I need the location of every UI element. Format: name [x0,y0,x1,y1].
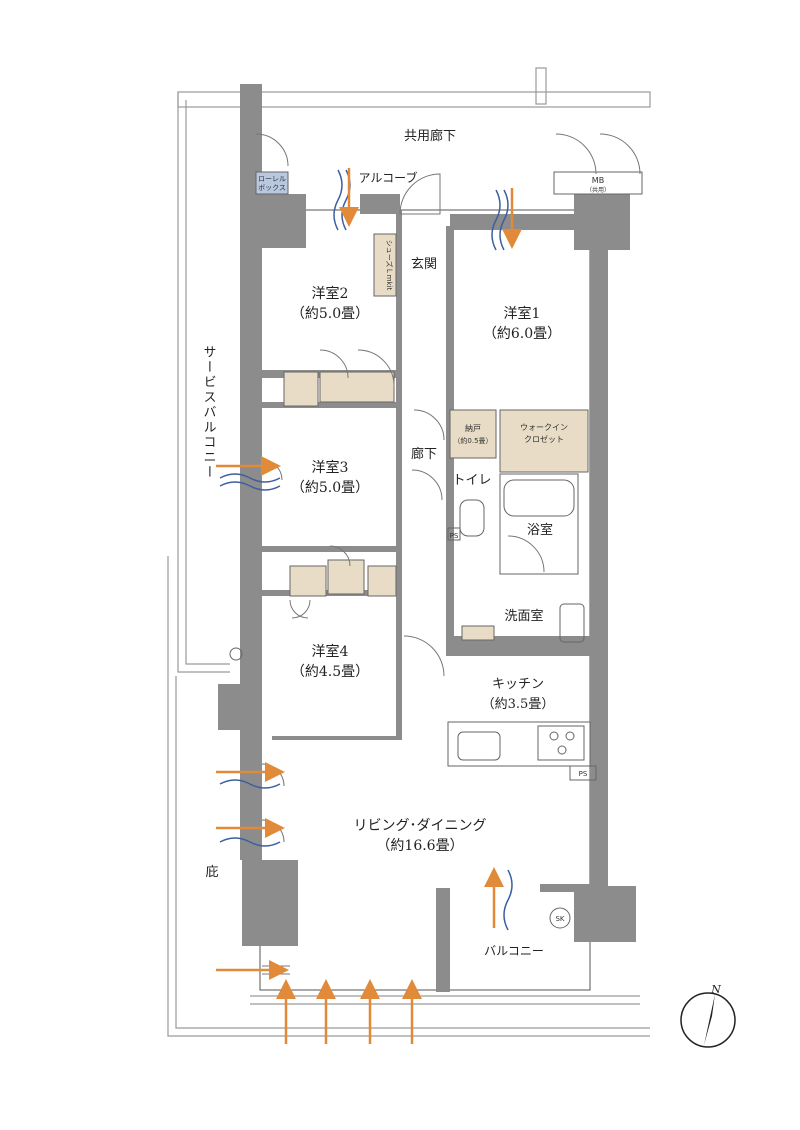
alcove-label: アルコーブ [359,170,418,185]
north-label: N [710,983,721,996]
service-balcony-label: サービスバルコニー [201,345,217,480]
roll-box [255,171,289,195]
roll-box-label-1: ローレル [258,175,286,183]
shoes-closet-label: シューズＬｍkit [385,240,394,291]
storeroom-size: （約0.5畳） [453,436,492,445]
bedroom4-label: 洋室4 [312,643,349,660]
bedroom3-label: 洋室3 [312,459,349,476]
mb-box [553,171,643,195]
room-labels: 共用廊下 アルコーブ ローレル ボックス MB （共用） シューズＬｍkit 玄… [201,128,611,958]
stove-icon [537,725,585,761]
bedroom1-label: 洋室1 [504,305,541,322]
common-corridor-label: 共用廊下 [404,128,456,144]
roll-box-label-2: ボックス [258,184,286,192]
kitchen-label: キッチン [492,677,544,692]
sk-label: SK [555,915,564,923]
ps-kitchen-label: PS [579,770,588,778]
living-label: リビング･ダイニング [354,818,487,834]
storage-blocks [283,233,589,641]
sink-icon [457,731,501,761]
living-size: （約16.6畳） [376,838,463,854]
mb-sub-label: （共用） [586,186,610,194]
air-flow-arrows [216,168,522,1044]
mb-label: MB [592,176,604,185]
floor-area [259,209,591,991]
outdoor-outline [167,67,651,1037]
walk-in-label-1: ウォークイン [520,423,568,432]
entrance-label: 玄関 [411,257,437,272]
wind-marks [219,169,513,931]
walk-in-label-2: クロゼット [524,434,564,444]
bedroom4-size: （約4.5畳） [291,664,369,680]
balcony-label: バルコニー [484,944,544,958]
bedroom1-size: （約6.0畳） [483,326,561,342]
bathtub-icon [503,479,575,517]
storeroom-label: 納戸 [465,423,481,433]
north-compass-icon: N [680,983,736,1048]
drain-icon [229,647,243,661]
ps-label: PS [450,532,459,540]
bath-label: 浴室 [527,522,553,538]
washroom-label: 洗面室 [504,608,543,624]
bedroom3-size: （約5.0畳） [291,480,369,496]
eaves-label: 庇 [205,865,218,880]
sk-icon [549,907,571,929]
kitchen-size: （約3.5畳） [482,697,555,712]
walls [218,84,636,992]
hallway-label: 廊下 [411,446,437,462]
toilet-label: トイレ [452,473,491,488]
bedroom2-label: 洋室2 [312,285,349,302]
bedroom2-size: （約5.0畳） [291,306,369,322]
washbasin-icon [559,603,585,643]
fixtures [229,473,597,929]
toilet-icon [459,499,485,537]
